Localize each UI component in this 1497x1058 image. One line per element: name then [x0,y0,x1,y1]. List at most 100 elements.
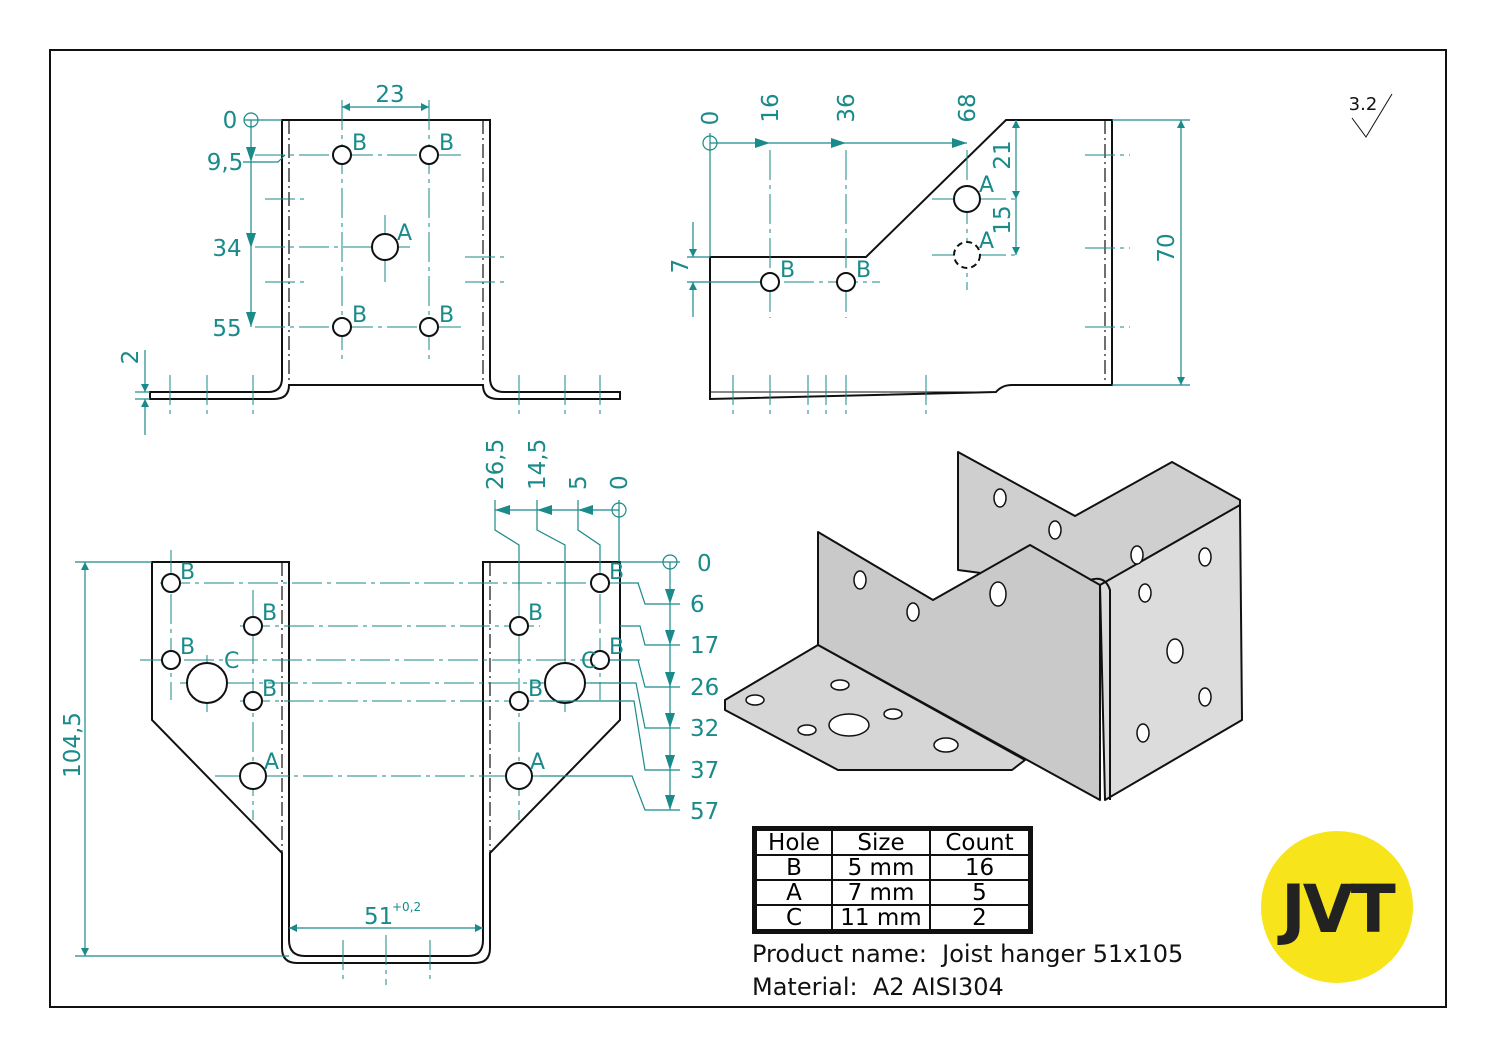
logo-text: JVT [1277,871,1396,948]
sheet-border [49,49,1447,1008]
hole-label: B [439,131,454,156]
cell-count: 5 [929,879,1032,906]
dim-y1: 21 [990,140,1016,169]
material-value: A2 AISI304 [872,973,1004,1001]
side-view: B B A A 0 16 36 68 21 15 7 70 [668,93,1190,415]
header-hole: Hole [753,827,833,856]
hole-label: B [439,303,454,328]
hole-b [332,317,352,337]
hole-label: B [528,601,543,626]
hole-label: A [979,173,994,198]
front-view: B B B B A 0 9,5 34 55 23 2 [118,82,621,435]
dim-right: 0 [697,551,712,577]
dim-right: 17 [690,633,719,659]
hole-label: B [262,677,277,702]
hole-label: B [352,303,367,328]
dim-right: 37 [690,758,719,784]
dim-top: 14,5 [525,439,551,490]
hole-label: C [224,649,239,674]
cell-size: 11 mm [831,904,931,933]
product-name: Joist hanger 51x105 [942,940,1184,968]
hole-c [186,662,228,704]
dim-top: 0 [607,475,633,490]
hole-b [509,691,529,711]
hole-label: B [780,258,795,283]
isometric-view [724,451,1243,801]
dim-y2: 15 [990,205,1016,234]
dim-x1: 16 [758,93,784,122]
material-label: Material: [752,973,858,1001]
flat-view: B B B C B A B B B C B A 0 6 17 26 32 37 … [60,439,719,985]
dim-thickness: 2 [118,350,144,365]
cell-count: 2 [929,904,1032,933]
dim-height: 70 [1154,233,1180,262]
dim-origin: 0 [698,111,724,126]
product-name-line: Product name: Joist hanger 51x105 [752,940,1183,968]
hole-b [243,691,263,711]
dim-row2: 34 [212,236,241,262]
hole-b [161,573,181,593]
cell-hole: C [753,904,833,933]
dim-row3: 55 [212,316,241,342]
hole-b [419,317,439,337]
cell-count: 16 [929,854,1032,881]
hole-label: B [352,131,367,156]
roughness-value: 3.2 [1349,94,1378,115]
header-size: Size [831,827,931,856]
material-line: Material: A2 AISI304 [752,973,1004,1001]
hole-b [332,145,352,165]
hole-b [243,616,263,636]
hole-b [419,145,439,165]
hole-b [161,650,181,670]
dim-right: 6 [690,592,705,618]
hole-b [760,272,780,292]
dim-width: 51 [364,904,393,930]
dim-origin: 0 [223,108,238,134]
jvt-logo: JVT [1261,831,1413,983]
hole-b [509,616,529,636]
hole-b [590,573,610,593]
dim-x2: 36 [834,93,860,122]
cell-hole: B [753,854,833,881]
table-header: Hole Size Count [753,827,1032,856]
dim-row1: 9,5 [207,150,244,176]
cell-size: 5 mm [831,854,931,881]
product-name-label: Product name: [752,940,927,968]
hole-a [239,762,267,790]
dim-top: 5 [566,475,592,490]
hole-label: B [180,560,195,585]
hole-label: A [264,750,279,775]
hole-label: B [180,635,195,660]
hole-a-hidden [953,241,981,269]
hole-b [590,650,610,670]
hole-label: A [530,750,545,775]
hole-a [505,762,533,790]
hole-label: B [609,560,624,585]
hole-label: A [979,229,994,254]
hole-label: B [262,601,277,626]
cell-hole: A [753,879,833,906]
hole-label: A [397,221,412,246]
dim-width-tolerance: +0,2 [392,900,421,914]
hole-label: C [581,649,596,674]
dim-length: 104,5 [60,712,86,778]
dim-right: 32 [690,716,719,742]
dim-right: 57 [690,799,719,825]
hole-label: B [856,258,871,283]
hole-label: B [609,635,624,660]
hole-c [544,662,586,704]
hole-a [371,233,399,261]
hole-a [953,185,981,213]
header-count: Count [929,827,1032,856]
hole-label: B [528,677,543,702]
dim-spacing: 23 [375,82,404,108]
hole-b [836,272,856,292]
dim-right: 26 [690,675,719,701]
dim-step: 7 [668,259,694,274]
